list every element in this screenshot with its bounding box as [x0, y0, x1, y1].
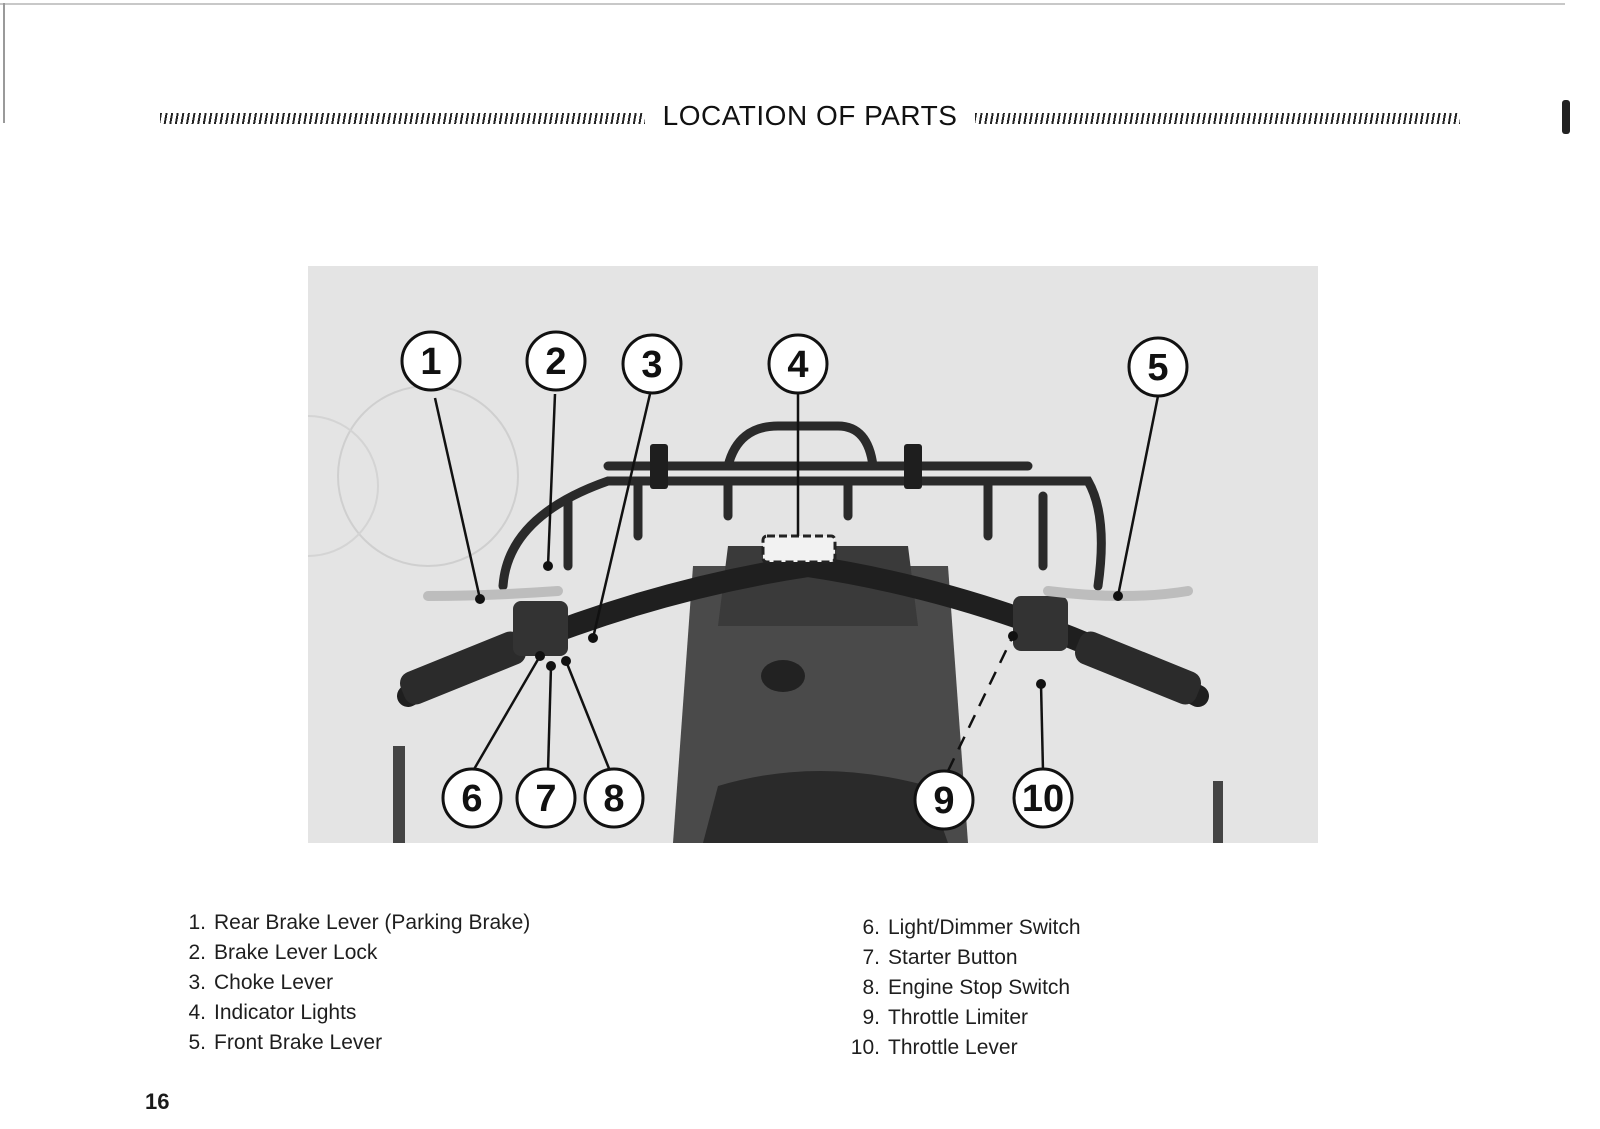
- rear-brake-lever: [423, 586, 563, 601]
- callout-10: 10: [1012, 767, 1074, 829]
- legend-item: 7. Starter Button: [842, 943, 1081, 973]
- legend-left: 1. Rear Brake Lever (Parking Brake) 2. Bra…: [168, 908, 530, 1058]
- header-rule-left: [160, 112, 645, 124]
- legend-num: 9.: [862, 1006, 880, 1029]
- legend-label: Engine Stop Switch: [888, 976, 1071, 999]
- right-post: [1213, 781, 1223, 843]
- handlebar-photo: 1 2 3 4 5 6 7 8: [308, 266, 1318, 843]
- legend-num: 4.: [188, 1001, 206, 1024]
- legend-label: Throttle Limiter: [888, 1006, 1029, 1029]
- callout-9: 9: [913, 769, 975, 831]
- page-number: 16: [145, 1089, 170, 1114]
- legend-num: 10.: [850, 1036, 880, 1059]
- svg-text:4: 4: [787, 344, 808, 386]
- right-grip: [1074, 631, 1202, 705]
- legend-label: Starter Button: [888, 946, 1018, 969]
- fuel-cap: [761, 660, 805, 692]
- svg-text:3: 3: [641, 344, 662, 386]
- legend-num: 7.: [862, 946, 880, 969]
- legend-label: Indicator Lights: [214, 1001, 357, 1024]
- callout-2: 2: [525, 330, 587, 392]
- left-switch-housing: [513, 601, 568, 656]
- page-edge-top: [0, 3, 1565, 5]
- scan-mark: [1562, 100, 1570, 134]
- front-rack: [498, 421, 1106, 591]
- legend-num: 2.: [188, 941, 206, 964]
- svg-text:8: 8: [603, 778, 624, 820]
- svg-text:5: 5: [1147, 347, 1168, 389]
- legend-label: Light/Dimmer Switch: [888, 916, 1081, 939]
- legend-num: 8.: [862, 976, 880, 999]
- callout-6: 6: [441, 767, 503, 829]
- seat: [703, 771, 948, 843]
- legend-label: Front Brake Lever: [214, 1031, 383, 1054]
- fuel-tank: [673, 566, 968, 843]
- legend-num: 1.: [188, 911, 206, 934]
- page-title: LOCATION OF PARTS: [662, 100, 958, 131]
- svg-text:6: 6: [461, 778, 482, 820]
- callout-3: 3: [621, 333, 683, 395]
- left-post: [393, 746, 405, 843]
- legend-item: 5. Front Brake Lever: [168, 1028, 530, 1058]
- handlebar-diagram: 1 2 3 4 5 6 7 8: [308, 266, 1318, 843]
- callout-8: 8: [583, 767, 645, 829]
- callout-4: 4: [767, 333, 829, 395]
- legend-item: 3. Choke Lever: [168, 968, 530, 998]
- svg-text:9: 9: [933, 780, 954, 822]
- left-grip: [399, 631, 527, 705]
- legend-item: 1. Rear Brake Lever (Parking Brake): [168, 908, 530, 938]
- legend-num: 5.: [188, 1031, 206, 1054]
- header-rule-right: [975, 112, 1461, 124]
- callout-7: 7: [515, 767, 577, 829]
- right-switch-housing: [1013, 596, 1068, 651]
- legend-item: 8. Engine Stop Switch: [842, 973, 1081, 1003]
- svg-text:7: 7: [535, 778, 556, 820]
- legend-item: 9. Throttle Limiter: [842, 1003, 1081, 1033]
- svg-text:10: 10: [1022, 778, 1064, 820]
- legend-item: 6. Light/Dimmer Switch: [842, 913, 1081, 943]
- section-header: LOCATION OF PARTS: [160, 96, 1461, 136]
- legend-label: Throttle Lever: [888, 1036, 1018, 1059]
- legend-label: Brake Lever Lock: [214, 941, 378, 964]
- legend-label: Rear Brake Lever (Parking Brake): [214, 911, 531, 934]
- legend-num: 3.: [188, 971, 206, 994]
- indicator-panel: [761, 534, 837, 564]
- page-edge-left: [3, 3, 5, 123]
- legend-right: 6. Light/Dimmer Switch 7. Starter Button 8…: [842, 913, 1081, 1063]
- legend-num: 6.: [862, 916, 880, 939]
- svg-text:2: 2: [545, 341, 566, 383]
- callout-5: 5: [1127, 336, 1189, 398]
- legend-label: Choke Lever: [214, 971, 334, 994]
- legend-item: 4. Indicator Lights: [168, 998, 530, 1028]
- svg-text:1: 1: [420, 341, 441, 383]
- callout-1: 1: [400, 330, 462, 392]
- legend-item: 10. Throttle Lever: [842, 1033, 1081, 1063]
- legend-item: 2. Brake Lever Lock: [168, 938, 530, 968]
